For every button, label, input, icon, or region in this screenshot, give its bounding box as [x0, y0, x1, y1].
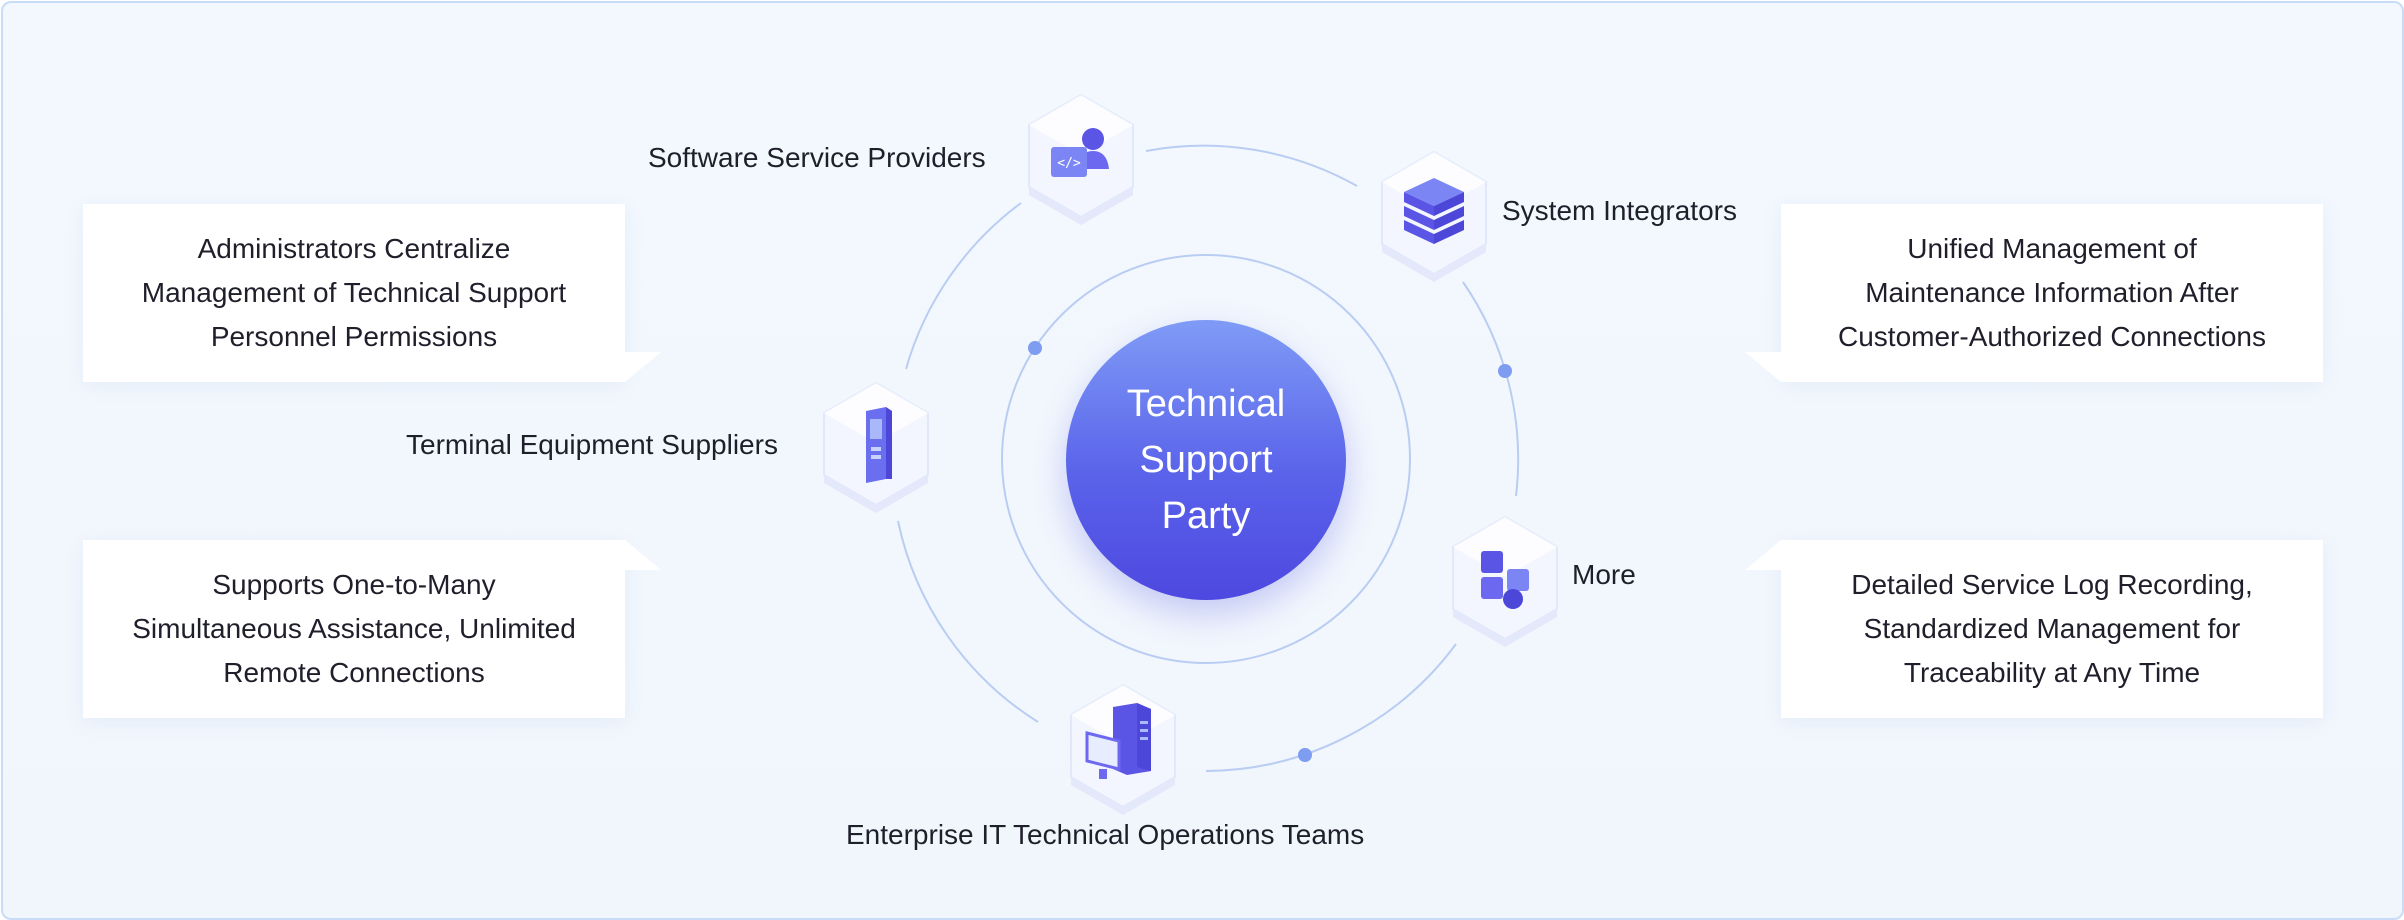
outer-ring-arc-bottom-right — [1205, 643, 1457, 772]
callout-bottom-right-line-3: Traceability at Any Time — [1903, 657, 2201, 688]
callout-bottom-left-line-2: Simultaneous Assistance, Unlimited — [132, 613, 576, 644]
callout-top-left: Administrators Centralize Management of … — [83, 204, 625, 382]
server-stack-icon — [1381, 150, 1487, 282]
svg-text:</>: </> — [1057, 156, 1081, 171]
outer-ring-arc-top — [1145, 144, 1358, 187]
outer-ring-arc-right — [1462, 281, 1520, 497]
callout-top-left-line-3: Personnel Permissions — [210, 321, 498, 352]
callout-top-right-line-2: Maintenance Information After — [1865, 277, 2239, 308]
code-user-icon: </> — [1028, 93, 1134, 225]
node-software-service-providers: </> — [1021, 87, 1141, 227]
callout-top-right-line-1: Unified Management of — [1907, 233, 2197, 264]
callout-top-right: Unified Management of Maintenance Inform… — [1781, 204, 2323, 382]
kiosk-terminal-icon — [823, 381, 929, 513]
callout-top-right-tail — [1745, 352, 1781, 382]
callout-top-left-line-1: Administrators Centralize — [197, 233, 511, 264]
outer-ring-arc-bottom-left — [897, 520, 1039, 723]
callout-bottom-right-line-2: Standardized Management for — [1863, 613, 2241, 644]
orbit-rings — [897, 144, 1520, 772]
callout-top-left-text: Administrators Centralize Management of … — [142, 227, 566, 359]
callout-bottom-right-line-1: Detailed Service Log Recording, — [1851, 569, 2253, 600]
node-terminal-equipment-suppliers — [816, 375, 936, 515]
callout-bottom-left-line-3: Remote Connections — [223, 657, 485, 688]
outer-ring-arc-left — [905, 202, 1022, 370]
node-system-integrators — [1374, 144, 1494, 284]
callout-bottom-left-line-1: Supports One-to-Many — [212, 569, 496, 600]
callout-top-left-tail — [625, 352, 661, 382]
orbit-dot-inner — [1028, 341, 1042, 355]
orbit-dot-right — [1498, 364, 1512, 378]
inner-ring — [1001, 254, 1411, 664]
center-title: Technical Support Party — [1127, 376, 1285, 544]
center-line-3: Party — [1161, 495, 1251, 537]
node-enterprise-it-teams — [1063, 677, 1183, 817]
label-more: More — [1572, 559, 1636, 590]
orbit-dot-bottom — [1298, 748, 1312, 762]
label-terminal-equipment-suppliers: Terminal Equipment Suppliers — [406, 429, 778, 460]
center-circle: Technical Support Party — [1066, 320, 1346, 600]
label-system-integrators: System Integrators — [1502, 195, 1737, 226]
center-line-1: Technical — [1126, 383, 1286, 425]
desktop-tower-icon — [1070, 683, 1176, 815]
callout-bottom-left: Supports One-to-Many Simultaneous Assist… — [83, 540, 625, 718]
center-line-2: Support — [1139, 439, 1273, 481]
callout-bottom-left-tail — [625, 540, 661, 570]
callout-top-right-text: Unified Management of Maintenance Inform… — [1838, 227, 2266, 359]
puzzle-blocks-icon — [1452, 515, 1558, 647]
label-software-service-providers: Software Service Providers — [648, 142, 986, 173]
label-enterprise-it-teams: Enterprise IT Technical Operations Teams — [846, 819, 1365, 850]
callout-top-right-line-3: Customer-Authorized Connections — [1838, 321, 2266, 352]
callout-bottom-right-tail — [1745, 540, 1781, 570]
callout-bottom-left-text: Supports One-to-Many Simultaneous Assist… — [132, 563, 576, 695]
callout-bottom-right: Detailed Service Log Recording, Standard… — [1781, 540, 2323, 718]
callout-bottom-right-text: Detailed Service Log Recording, Standard… — [1851, 563, 2253, 695]
node-more — [1445, 509, 1565, 649]
callout-top-left-line-2: Management of Technical Support — [141, 277, 567, 308]
